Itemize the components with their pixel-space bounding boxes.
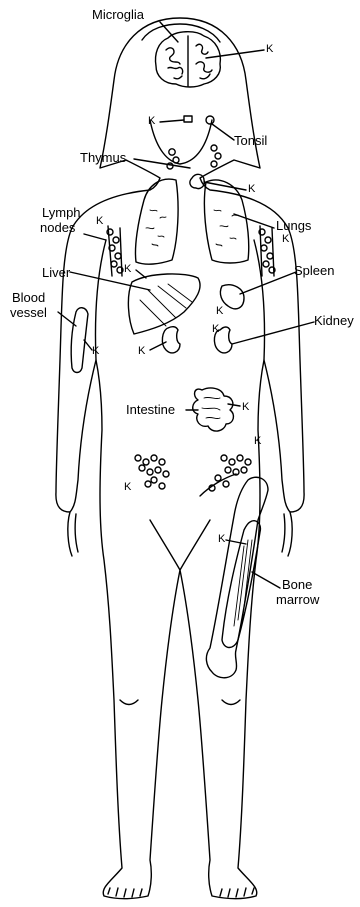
hair-line bbox=[142, 24, 220, 42]
left-toes bbox=[108, 888, 142, 897]
k-marker-blood-vessel: K bbox=[92, 346, 99, 357]
k-marker-tonsil: K bbox=[148, 116, 155, 127]
right-arm-inner bbox=[254, 240, 265, 360]
leader-lungs bbox=[234, 214, 274, 228]
k-pointer-intestine bbox=[228, 404, 240, 406]
k-pointer-brain bbox=[206, 50, 264, 58]
right-hand bbox=[282, 512, 292, 556]
lung-texture bbox=[146, 210, 238, 246]
liver-texture bbox=[140, 284, 192, 326]
k-marker-groin-left: K bbox=[124, 482, 131, 493]
right-toes bbox=[220, 888, 254, 897]
lymph-nodes-groin-left bbox=[135, 455, 169, 489]
lymph-nodes-left bbox=[107, 226, 123, 276]
k-marker-brain: K bbox=[266, 44, 273, 55]
label-blood-vessel-line2: vessel bbox=[10, 306, 47, 320]
leader-tonsil bbox=[212, 124, 234, 140]
label-thymus: Thymus bbox=[80, 151, 126, 165]
left-arm-inner bbox=[95, 240, 106, 360]
k-pointer-liver bbox=[136, 270, 146, 278]
kidney-left bbox=[162, 327, 180, 353]
label-spleen: Spleen bbox=[294, 264, 334, 278]
k-pointer-thymus bbox=[204, 182, 246, 190]
spleen bbox=[220, 285, 244, 309]
right-knee bbox=[222, 700, 240, 705]
label-microglia: Microglia bbox=[92, 8, 144, 22]
leader-spleen bbox=[240, 272, 296, 294]
leader-lymph-nodes bbox=[84, 234, 106, 240]
label-tonsil: Tonsil bbox=[234, 134, 267, 148]
liver bbox=[128, 274, 200, 334]
leader-liver bbox=[70, 272, 150, 290]
label-lymph-nodes-line2: nodes bbox=[40, 221, 75, 235]
tonsil-right bbox=[206, 116, 214, 124]
label-bone-marrow-line1: Bone bbox=[282, 578, 312, 592]
label-intestine: Intestine bbox=[126, 403, 175, 417]
k-marker-intestine: K bbox=[242, 402, 249, 413]
k-pointer-tonsil bbox=[160, 120, 184, 122]
k-marker-liver: K bbox=[124, 264, 131, 275]
k-marker-marrow: K bbox=[218, 534, 225, 545]
label-kidney: Kidney bbox=[314, 314, 354, 328]
crotch-line bbox=[150, 520, 210, 570]
left-knee bbox=[120, 700, 138, 705]
intestine-coils bbox=[202, 397, 220, 418]
k-marker-lymph-right: K bbox=[282, 234, 289, 245]
left-hand bbox=[68, 512, 78, 556]
label-bone-marrow-line2: marrow bbox=[276, 593, 319, 607]
face-outline bbox=[150, 120, 212, 164]
intestine bbox=[193, 388, 234, 431]
k-marker-kidney-left: K bbox=[138, 346, 145, 357]
leader-kidney bbox=[232, 322, 314, 344]
k-marker-kidney-right: K bbox=[212, 324, 219, 335]
k-marker-groin-right: K bbox=[254, 436, 261, 447]
k-marker-thymus: K bbox=[248, 184, 255, 195]
label-lymph-nodes-line1: Lymph bbox=[42, 206, 81, 220]
lymph-nodes-groin-right bbox=[200, 455, 251, 496]
tonsil-left bbox=[184, 116, 192, 122]
k-marker-lymph-left: K bbox=[96, 216, 103, 227]
label-lungs: Lungs bbox=[276, 219, 311, 233]
leader-bone-marrow bbox=[252, 572, 280, 588]
label-blood-vessel-line1: Blood bbox=[12, 291, 45, 305]
lymph-nodes-right bbox=[259, 226, 275, 276]
label-liver: Liver bbox=[42, 266, 70, 280]
k-marker-spleen: K bbox=[216, 306, 223, 317]
marrow-texture bbox=[234, 540, 252, 626]
lung-left bbox=[135, 179, 178, 264]
k-pointer-blood-vessel bbox=[84, 340, 92, 350]
femur bbox=[206, 477, 268, 678]
brain bbox=[156, 32, 221, 87]
blood-vessel bbox=[71, 308, 88, 373]
